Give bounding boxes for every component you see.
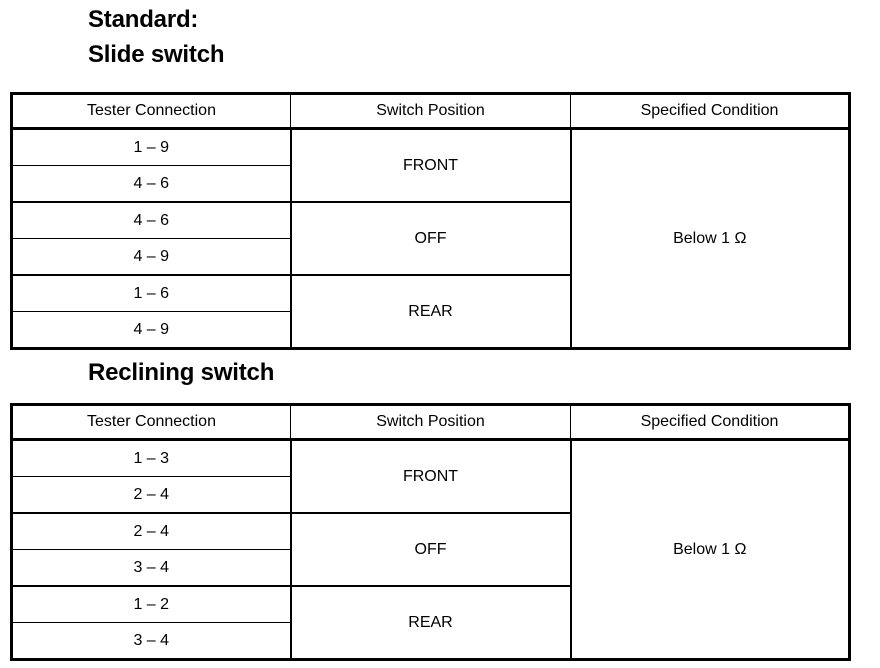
cell-switch-position: FRONT (290, 127, 572, 203)
cell-tester-connection: 4 – 6 (11, 201, 292, 239)
cell-switch-position: OFF (290, 512, 572, 587)
column-header-tester-connection: Tester Connection (11, 404, 291, 441)
column-header-switch-position: Switch Position (290, 93, 571, 130)
slide-switch-inspection-table: Tester Connection Switch Position Specif… (10, 92, 851, 350)
cell-tester-connection: 1 – 6 (11, 274, 292, 312)
cell-switch-position: FRONT (290, 438, 572, 514)
table-row: 2 – 4 OFF (11, 512, 850, 587)
column-header-switch-position: Switch Position (290, 404, 571, 441)
cell-tester-connection: 3 – 4 (11, 622, 292, 660)
table-row: 4 – 6 (11, 165, 850, 203)
section-heading-slide-switch: Slide switch (88, 41, 225, 68)
cell-tester-connection: 2 – 4 (11, 476, 292, 514)
cell-tester-connection: 1 – 3 (11, 438, 292, 477)
table-row: 3 – 4 (11, 549, 850, 587)
column-header-tester-connection: Tester Connection (11, 93, 291, 130)
table-header-row: Tester Connection Switch Position Specif… (11, 93, 850, 130)
table-row: 1 – 2 REAR (11, 585, 850, 661)
cell-switch-position: REAR (290, 274, 572, 350)
cell-tester-connection: 4 – 9 (11, 238, 292, 276)
standard-label: Standard: (88, 6, 199, 33)
column-header-specified-condition: Specified Condition (570, 93, 850, 130)
cell-specified-condition: Below 1 Ω (570, 128, 850, 349)
table-row: 4 – 9 (11, 238, 850, 276)
cell-switch-position: REAR (290, 585, 572, 661)
table-row: 4 – 9 (11, 311, 850, 349)
column-header-specified-condition: Specified Condition (570, 404, 850, 441)
table-row: 1 – 9 FRONT Below 1 Ω (11, 127, 850, 349)
cell-tester-connection: 2 – 4 (11, 512, 292, 550)
reclining-switch-inspection-table: Tester Connection Switch Position Specif… (10, 403, 851, 661)
cell-tester-connection: 4 – 6 (11, 165, 292, 203)
cell-tester-connection: 1 – 9 (11, 127, 292, 166)
table-row: 1 – 6 REAR (11, 274, 850, 350)
table-header-row: Tester Connection Switch Position Specif… (11, 404, 850, 441)
section-heading-reclining-switch: Reclining switch (88, 359, 275, 386)
table-row: 3 – 4 (11, 622, 850, 660)
cell-switch-position: OFF (290, 201, 572, 276)
cell-specified-condition: Below 1 Ω (570, 439, 850, 660)
table-row: 1 – 3 FRONT Below 1 Ω (11, 438, 850, 660)
cell-tester-connection: 4 – 9 (11, 311, 292, 349)
cell-tester-connection: 1 – 2 (11, 585, 292, 623)
cell-tester-connection: 3 – 4 (11, 549, 292, 587)
table-row: 2 – 4 (11, 476, 850, 514)
